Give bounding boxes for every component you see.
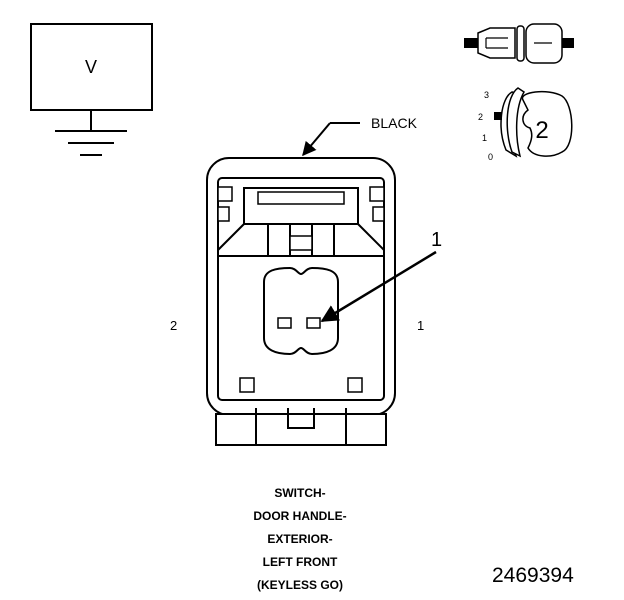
caption-line: EXTERIOR- — [267, 532, 333, 546]
scale-label-0: 0 — [488, 152, 493, 162]
caption-line: SWITCH- — [274, 486, 326, 500]
voltmeter-label: V — [85, 57, 97, 77]
figure-number: 2469394 — [492, 564, 574, 587]
caption-line: LEFT FRONT — [262, 555, 338, 569]
scale-label-1: 1 — [482, 133, 487, 143]
pin-label-left: 2 — [170, 318, 177, 333]
connector-face — [206, 157, 396, 446]
component-caption: SWITCH- DOOR HANDLE- EXTERIOR- LEFT FRON… — [180, 482, 420, 597]
terminal-1 — [306, 317, 321, 329]
terminal-callout: 1 — [320, 229, 442, 323]
color-leader: BLACK — [302, 115, 418, 157]
connector-color-label: BLACK — [371, 115, 418, 131]
callout-number: 1 — [431, 229, 442, 251]
voltmeter-symbol: V — [30, 23, 153, 131]
caption-line: DOOR HANDLE- — [253, 509, 347, 523]
position-indicator-icon: 3 2 1 0 2 — [478, 87, 573, 162]
scale-label-2: 2 — [478, 112, 483, 122]
scale-label-3: 3 — [484, 90, 489, 100]
caption-line: (KEYLESS GO) — [256, 578, 343, 592]
position-number: 2 — [535, 117, 548, 144]
terminal-2 — [277, 317, 292, 329]
ground-icon — [55, 130, 127, 156]
connector-side-view-icon — [464, 23, 574, 64]
pin-label-right: 1 — [417, 318, 424, 333]
